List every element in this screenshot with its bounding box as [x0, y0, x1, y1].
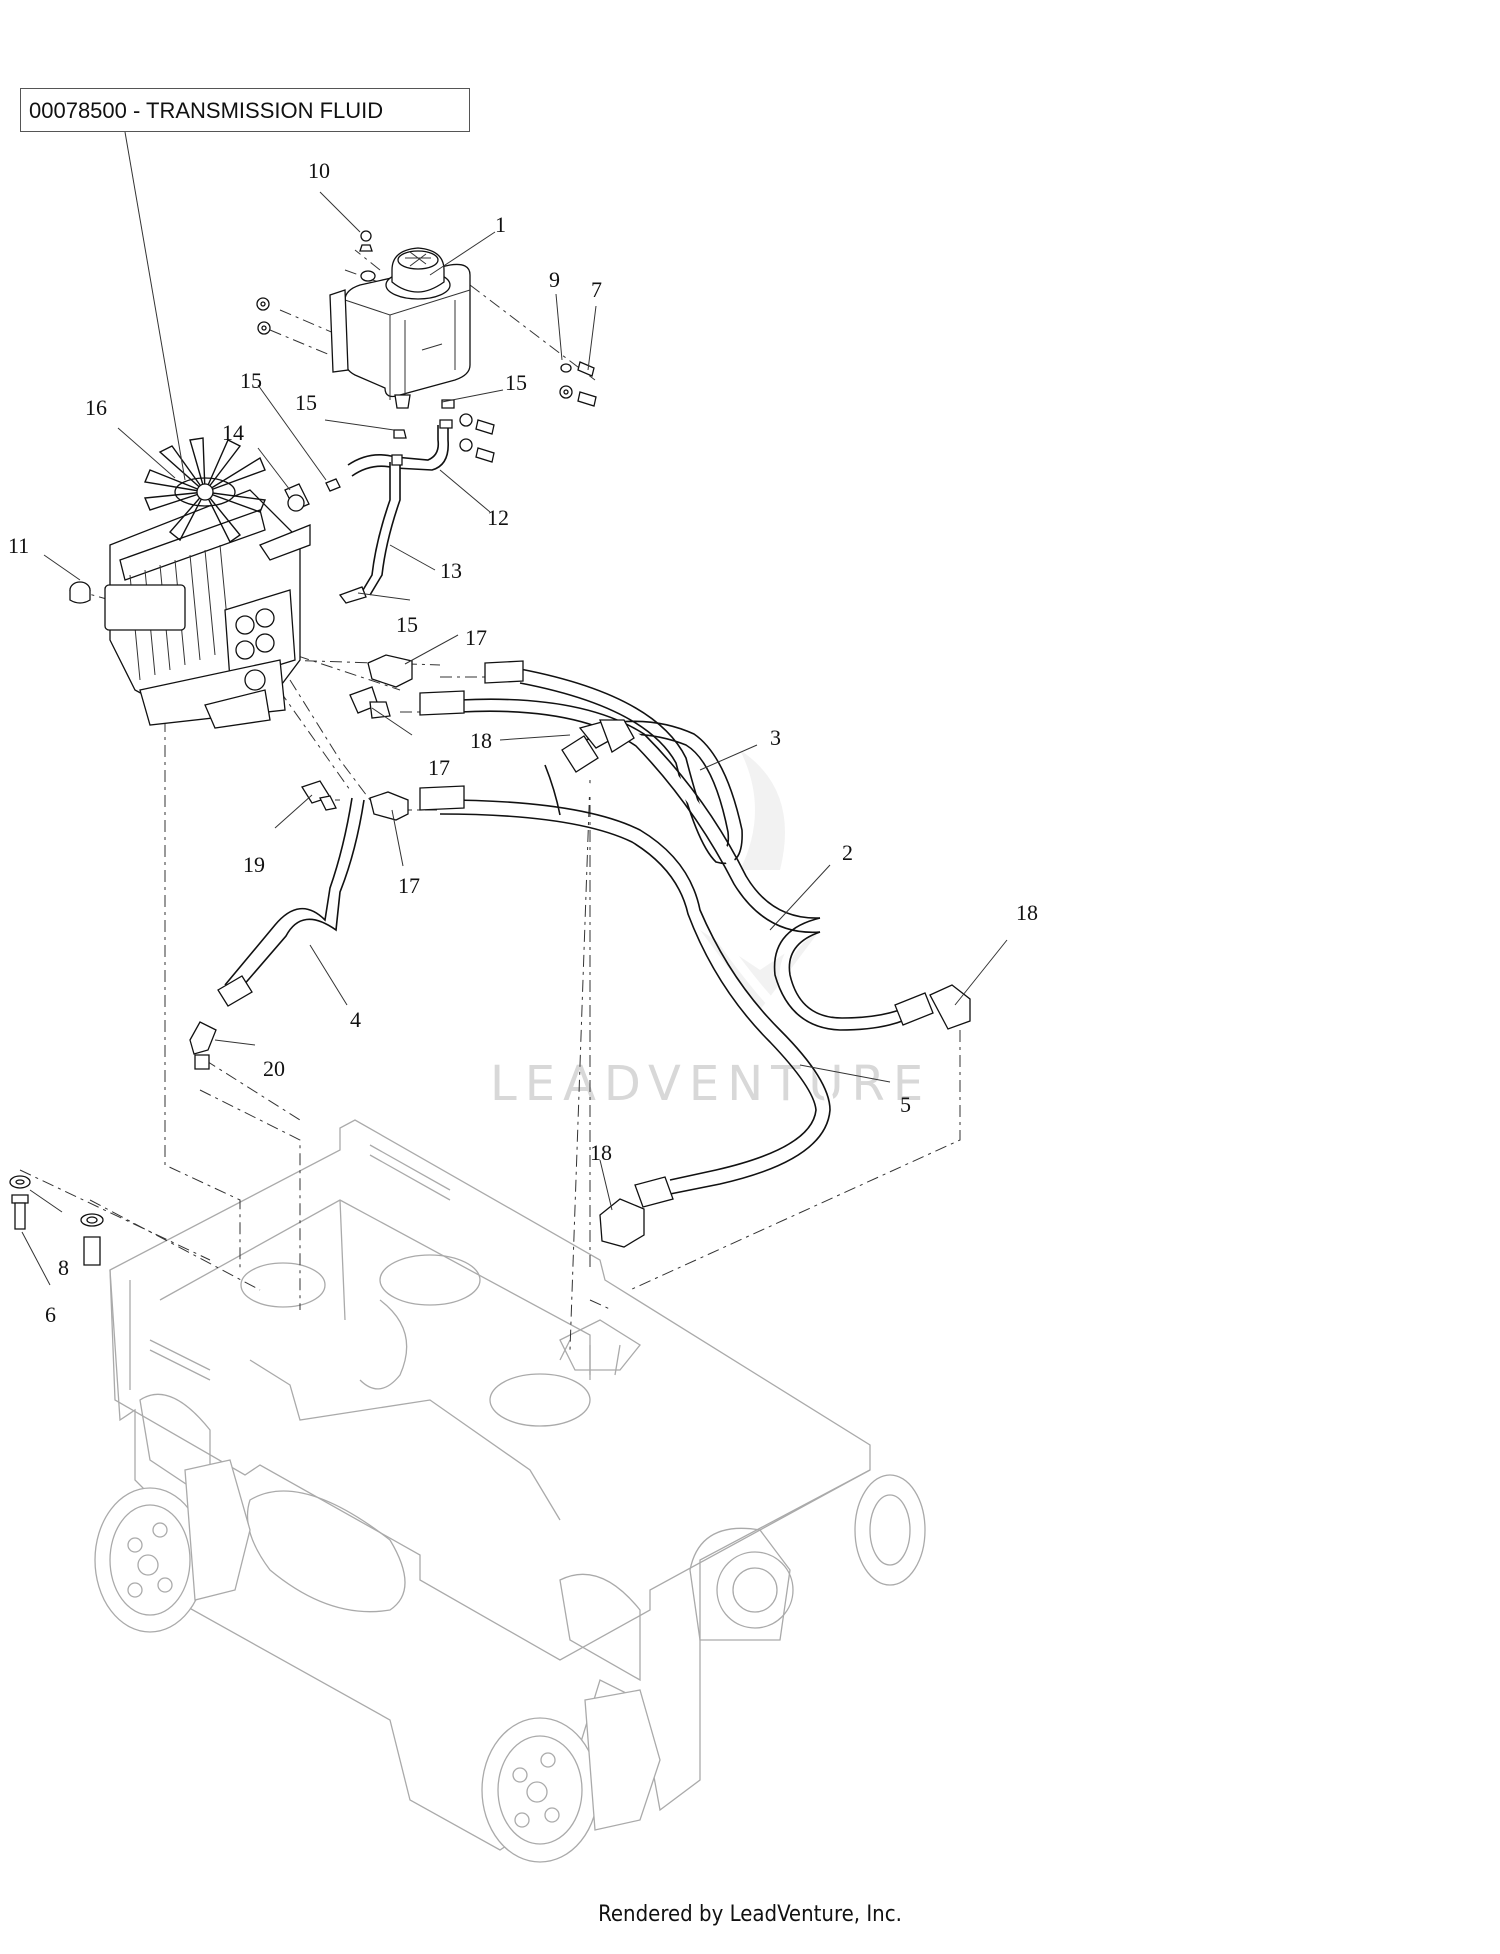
hydraulic-fittings	[189, 654, 413, 1070]
callout-8: 8	[58, 1255, 69, 1280]
assembly-lines	[19, 249, 961, 1351]
callout-1: 1	[495, 212, 506, 237]
callout-6: 6	[45, 1302, 56, 1327]
callout-17-lower: 17	[398, 873, 420, 898]
reservoir-hardware	[69, 230, 597, 604]
fluid-reservoir	[329, 247, 471, 409]
callout-15-lower: 15	[396, 612, 418, 637]
callout-16: 16	[85, 395, 107, 420]
watermark-logo	[700, 750, 820, 1010]
callout-17-upper: 17	[465, 625, 487, 650]
callout-17-mid: 17	[428, 755, 450, 780]
callout-10: 10	[308, 158, 330, 183]
callout-5: 5	[900, 1092, 911, 1117]
vent-hoses	[284, 399, 455, 604]
callout-4: 4	[350, 1007, 361, 1032]
chassis-frame	[94, 1119, 926, 1863]
callout-12: 12	[487, 505, 509, 530]
callout-7: 7	[591, 277, 602, 302]
callout-15-upper: 15	[505, 370, 527, 395]
callout-19: 19	[243, 852, 265, 877]
callout-18-right: 18	[1016, 900, 1038, 925]
callout-labels: 10 1 9 7 15 15 15 16 14 12 11 13 15 17 1…	[8, 158, 1038, 1327]
frame-hardware	[9, 1175, 104, 1266]
part-note-box: 00078500 - TRANSMISSION FLUID	[20, 88, 470, 132]
watermark-text: LEADVENTURE	[490, 1056, 931, 1112]
callout-15-mid: 15	[295, 390, 317, 415]
callout-15-left: 15	[240, 368, 262, 393]
cooling-fan	[143, 437, 266, 544]
hose-fittings	[217, 660, 971, 1248]
callout-3: 3	[770, 725, 781, 750]
callout-9: 9	[549, 267, 560, 292]
callout-2: 2	[842, 840, 853, 865]
callout-18-lower: 18	[590, 1140, 612, 1165]
transaxle-unit	[104, 489, 311, 729]
callout-14: 14	[222, 420, 244, 445]
render-credit: Rendered by LeadVenture, Inc.	[598, 1902, 902, 1927]
leader-lines	[21, 131, 1008, 1286]
callout-13: 13	[440, 558, 462, 583]
callout-18-upper: 18	[470, 728, 492, 753]
callout-11: 11	[8, 533, 29, 558]
callout-20: 20	[263, 1056, 285, 1081]
